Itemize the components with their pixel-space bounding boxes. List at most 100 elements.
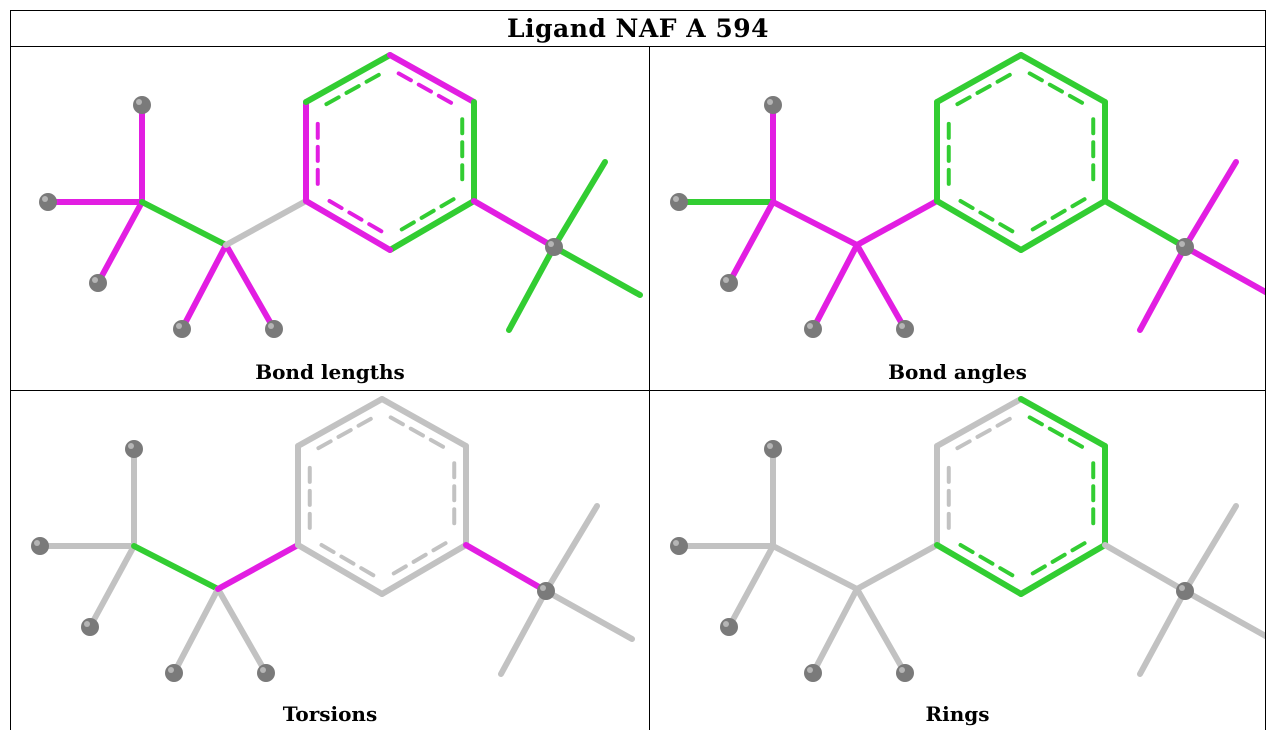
bond-C3-T1 (1182, 503, 1239, 594)
atom-highlight-Mc (723, 277, 729, 283)
bond-C1-C2 (770, 543, 860, 592)
aromatic-bond-R2-R3 (955, 71, 1015, 107)
atom-Mb (39, 193, 57, 211)
atom-highlight-Ma (136, 99, 142, 105)
bond-C1-Mc (726, 199, 776, 286)
bond-R5-C3 (1102, 542, 1188, 594)
atom-highlight-Mc (84, 621, 90, 627)
table-rule-under-title (10, 46, 1266, 47)
bond-R2-R3 (295, 396, 385, 449)
atom-highlight-Me (899, 667, 905, 673)
atom-highlight-C3 (1179, 585, 1185, 591)
bond-C3-T1 (1182, 159, 1239, 250)
caption-bond-lengths: Bond lengths (255, 360, 405, 384)
atom-Mc (89, 274, 107, 292)
atom-Me (257, 664, 275, 682)
atom-highlight-Mb (42, 196, 48, 202)
panel-rings: Rings (650, 391, 1265, 730)
bond-C2-Me (223, 242, 277, 332)
atom-highlight-Mc (723, 621, 729, 627)
atom-Mc (720, 618, 738, 636)
bond-R3-R4 (1018, 396, 1108, 449)
bond-R2-R3 (303, 52, 393, 105)
bond-R5-C3 (463, 542, 549, 594)
figure-title: Ligand NAF A 594 (506, 13, 770, 43)
bond-R5-R6 (387, 198, 477, 253)
bond-C1-C2 (131, 543, 221, 592)
bond-C1-Mc (95, 199, 145, 286)
bond-C3-T3 (1182, 588, 1265, 640)
aromatic-bond-R2-R3 (955, 415, 1015, 451)
bond-C3-T1 (551, 159, 608, 250)
atom-highlight-Ma (767, 443, 773, 449)
bond-C2-R1 (215, 542, 301, 592)
bond-R5-C3 (471, 198, 557, 250)
atom-Mc (81, 618, 99, 636)
bond-R2-R3 (934, 52, 1024, 105)
caption-bond-angles: Bond angles (888, 360, 1027, 384)
bond-R3-R4 (1018, 52, 1108, 105)
aromatic-bond-R5-R6 (396, 197, 456, 234)
atom-Mc (720, 274, 738, 292)
bond-C2-Md (810, 242, 860, 332)
bond-C2-Md (179, 242, 229, 332)
bond-C3-T3 (543, 588, 635, 642)
atom-Mb (670, 193, 688, 211)
bond-C2-R1 (854, 198, 940, 248)
panel-torsions: Torsions (11, 391, 649, 730)
aromatic-bond-R6-R1 (324, 197, 384, 234)
bond-R6-R1 (295, 542, 385, 597)
atom-Md (173, 320, 191, 338)
aromatic-bond-R3-R4 (1027, 71, 1087, 107)
table-border-right (1265, 10, 1266, 730)
caption-torsions: Torsions (282, 702, 378, 726)
atom-highlight-Mc (92, 277, 98, 283)
panel-bond-angles: Bond angles (650, 47, 1265, 390)
atom-Ma (764, 96, 782, 114)
bond-C2-Me (215, 586, 269, 676)
aromatic-bond-R3-R4 (388, 415, 448, 451)
bond-C2-Md (171, 586, 221, 676)
atom-highlight-C3 (1179, 241, 1185, 247)
atom-C3 (537, 582, 555, 600)
bond-C3-T2 (1137, 588, 1188, 677)
bond-C1-Mc (87, 543, 137, 630)
atom-highlight-Md (168, 667, 174, 673)
atom-Ma (133, 96, 151, 114)
table-border-top (10, 10, 1266, 11)
atom-highlight-Md (176, 323, 182, 329)
atom-Me (896, 664, 914, 682)
bond-C2-Md (810, 586, 860, 676)
bond-R6-R1 (303, 198, 393, 253)
bond-R5-R6 (1018, 542, 1108, 597)
bond-C2-R1 (854, 542, 940, 592)
bond-C3-T3 (1182, 244, 1265, 296)
aromatic-bond-R2-R3 (316, 415, 376, 451)
atom-highlight-Me (268, 323, 274, 329)
atom-highlight-Mb (34, 540, 40, 546)
bond-R6-R1 (934, 198, 1024, 253)
bond-R3-R4 (379, 396, 469, 449)
caption-rings: Rings (925, 702, 990, 726)
atom-Mb (31, 537, 49, 555)
table-border-left (10, 10, 11, 730)
atom-Ma (125, 440, 143, 458)
aromatic-bond-R3-R4 (396, 71, 456, 107)
bond-R6-R1 (934, 542, 1024, 597)
atom-C3 (545, 238, 563, 256)
atom-Ma (764, 440, 782, 458)
bond-C1-Mc (726, 543, 776, 630)
atom-highlight-Me (899, 323, 905, 329)
bond-C2-R1 (223, 198, 309, 248)
bond-C1-C2 (139, 199, 229, 248)
aromatic-bond-R5-R6 (1027, 541, 1087, 578)
atom-highlight-C3 (540, 585, 546, 591)
aromatic-bond-R6-R1 (955, 197, 1015, 234)
atom-Md (804, 664, 822, 682)
bond-R5-R6 (379, 542, 469, 597)
bond-C2-Me (854, 586, 908, 676)
aromatic-bond-R2-R3 (324, 71, 384, 107)
atom-C3 (1176, 582, 1194, 600)
table-rule-center (649, 46, 650, 730)
